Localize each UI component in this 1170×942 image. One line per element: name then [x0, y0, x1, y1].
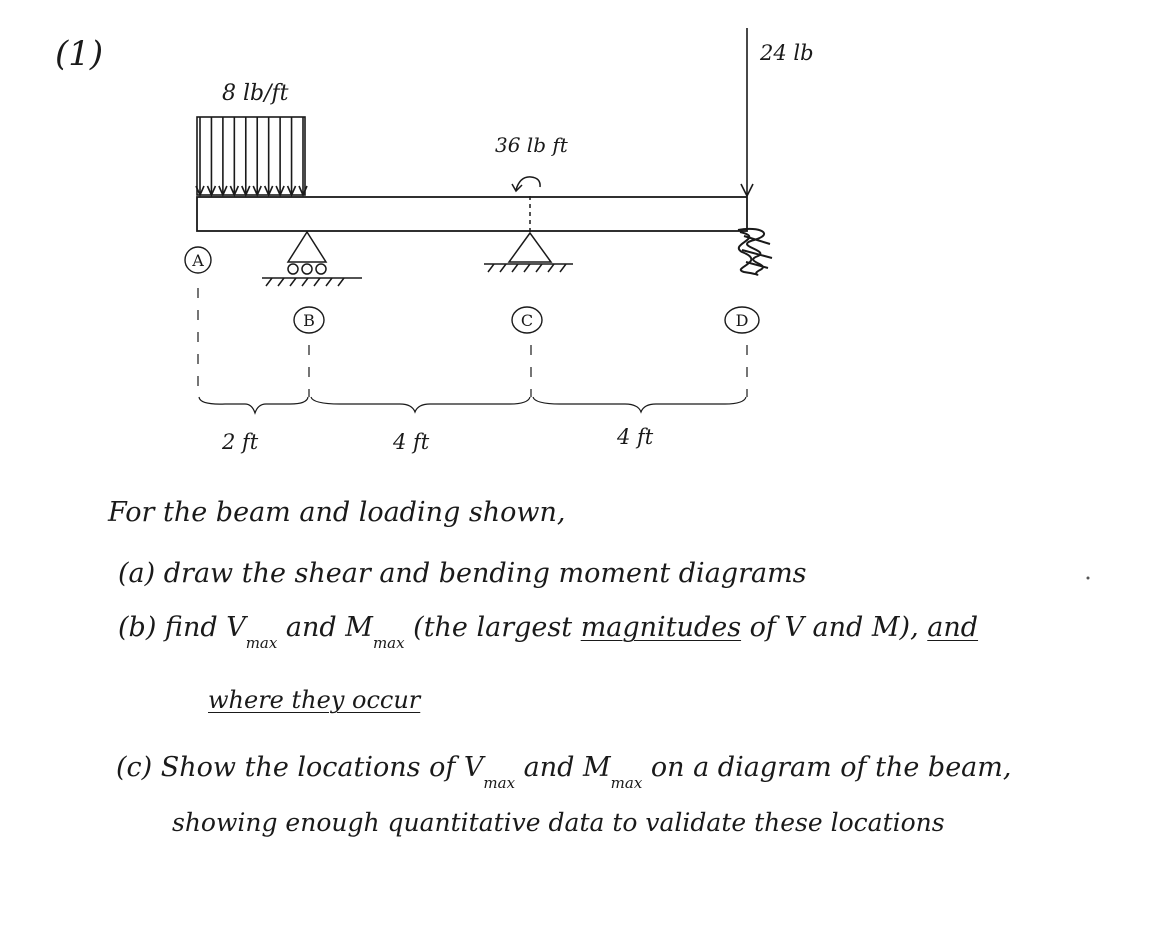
label-b: B	[303, 311, 315, 330]
part-b-magnitudes: magnitudes	[580, 612, 742, 643]
point-labels: A B C D	[184, 246, 760, 334]
statement-part-b-where: where they occur	[208, 686, 421, 714]
load-arrow-head	[298, 185, 308, 197]
part-b-mmax-sub: max	[372, 634, 405, 652]
load-arrow-head	[206, 185, 217, 197]
statement-part-b: (b) find Vmax and Mmax (the largest magn…	[118, 612, 979, 652]
part-b-and-end: and	[927, 612, 979, 643]
part-b-prefix: (b) find V	[118, 612, 246, 643]
load-arrow-head	[252, 185, 262, 197]
fixed-support	[737, 228, 773, 276]
label-a: A	[191, 251, 204, 270]
part-b-and: and M	[277, 612, 373, 643]
part-c-prefix: (c) Show the locations of V	[116, 752, 484, 783]
moment-load	[511, 176, 541, 233]
beam	[196, 196, 748, 232]
part-c-rest: on a diagram of the beam,	[642, 752, 1012, 783]
pin-support	[484, 231, 573, 273]
label-c: C	[521, 311, 533, 330]
part-b-paren: (the largest	[404, 612, 581, 643]
moment-load-label: 36 lb ft	[495, 133, 569, 157]
statement-part-c: (c) Show the locations of Vmax and Mmax …	[116, 752, 1012, 792]
load-arrow-head	[241, 185, 251, 197]
statement-part-c-line2: showing enough quantitative data to vali…	[172, 808, 945, 837]
problem-number: (1)	[55, 34, 103, 74]
load-arrow-head	[275, 185, 285, 197]
statement-intro: For the beam and loading shown,	[108, 497, 566, 528]
load-arrow-head	[263, 185, 274, 197]
span-cd: 4 ft	[616, 425, 654, 449]
stray-mark	[1086, 576, 1090, 580]
load-arrow-head	[218, 185, 228, 197]
part-c-mmax-sub: max	[610, 774, 643, 792]
part-b-of: of V and M),	[741, 612, 928, 643]
load-arrow-head	[286, 185, 297, 197]
dimension-lines	[197, 288, 748, 415]
statement-part-a: (a) draw the shear and bending moment di…	[118, 558, 807, 589]
point-load	[740, 28, 754, 198]
load-arrow-head	[229, 185, 240, 197]
part-c-vmax-sub: max	[483, 774, 516, 792]
roller-support	[262, 230, 362, 287]
part-c-and: and M	[515, 752, 611, 783]
distributed-load	[195, 116, 308, 197]
load-arrow-head	[195, 185, 205, 197]
point-load-label: 24 lb	[759, 41, 814, 65]
part-b-vmax-sub: max	[245, 634, 278, 652]
span-ab: 2 ft	[221, 430, 259, 454]
label-d: D	[736, 311, 749, 330]
distributed-load-label: 8 lb/ft	[222, 81, 289, 106]
span-bc: 4 ft	[392, 430, 430, 454]
